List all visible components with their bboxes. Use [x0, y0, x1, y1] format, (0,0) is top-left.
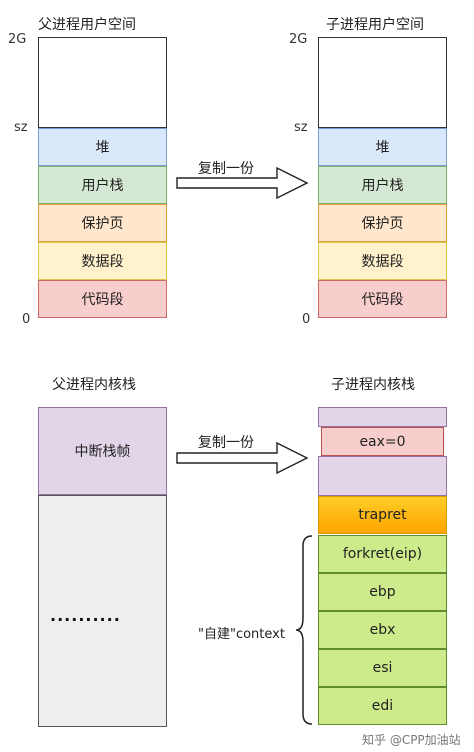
- watermark: 知乎 @CPP加油站: [362, 733, 461, 747]
- child-user-stack: 用户栈: [318, 166, 447, 204]
- parent-user-stack: 用户栈: [38, 166, 167, 204]
- child-context-esi: esi: [318, 649, 447, 687]
- parent-heap: 堆: [38, 128, 167, 166]
- child-axis-label-sz: sz: [294, 120, 308, 135]
- child-trapret: trapret: [318, 496, 447, 534]
- parent-guard-page: 保护页: [38, 204, 167, 242]
- axis-label-0: 0: [22, 312, 31, 327]
- child-data-segment: 数据段: [318, 242, 447, 280]
- child-forkret-eip: forkret(eip): [318, 535, 447, 573]
- child-kernel-stack-title: 子进程内核栈: [331, 377, 415, 393]
- child-eax-register: eax=0: [321, 427, 444, 456]
- child-context-ebp: ebp: [318, 573, 447, 611]
- top-copy-arrow-icon: [176, 166, 309, 200]
- child-context-ebx: ebx: [318, 611, 447, 649]
- child-user-space-title: 子进程用户空间: [326, 17, 424, 33]
- parent-interrupt-frame: 中断栈帧: [38, 407, 167, 495]
- child-axis-label-2g: 2G: [289, 32, 308, 47]
- axis-label-2g: 2G: [8, 32, 27, 47]
- child-frame-top: [318, 407, 447, 427]
- parent-code-segment: 代码段: [38, 280, 167, 318]
- context-brace-icon: [295, 535, 313, 725]
- context-label: "自建"context: [198, 627, 285, 642]
- parent-user-space-title: 父进程用户空间: [38, 17, 136, 33]
- parent-kernel-stack-free: [38, 495, 167, 727]
- child-context-edi: edi: [318, 687, 447, 725]
- parent-stack-ellipsis: ..........: [50, 606, 121, 625]
- child-guard-page: 保护页: [318, 204, 447, 242]
- bottom-copy-arrow-label: 复制一份: [198, 435, 254, 451]
- child-free-space: [318, 37, 447, 128]
- parent-data-segment: 数据段: [38, 242, 167, 280]
- top-copy-arrow-label: 复制一份: [198, 161, 254, 177]
- child-axis-label-0: 0: [302, 312, 311, 327]
- child-code-segment: 代码段: [318, 280, 447, 318]
- child-heap: 堆: [318, 128, 447, 166]
- parent-kernel-stack-title: 父进程内核栈: [52, 377, 136, 393]
- bottom-copy-arrow-icon: [176, 441, 309, 475]
- parent-free-space: [38, 37, 167, 128]
- child-frame-bottom: [318, 456, 447, 496]
- axis-label-sz: sz: [14, 120, 28, 135]
